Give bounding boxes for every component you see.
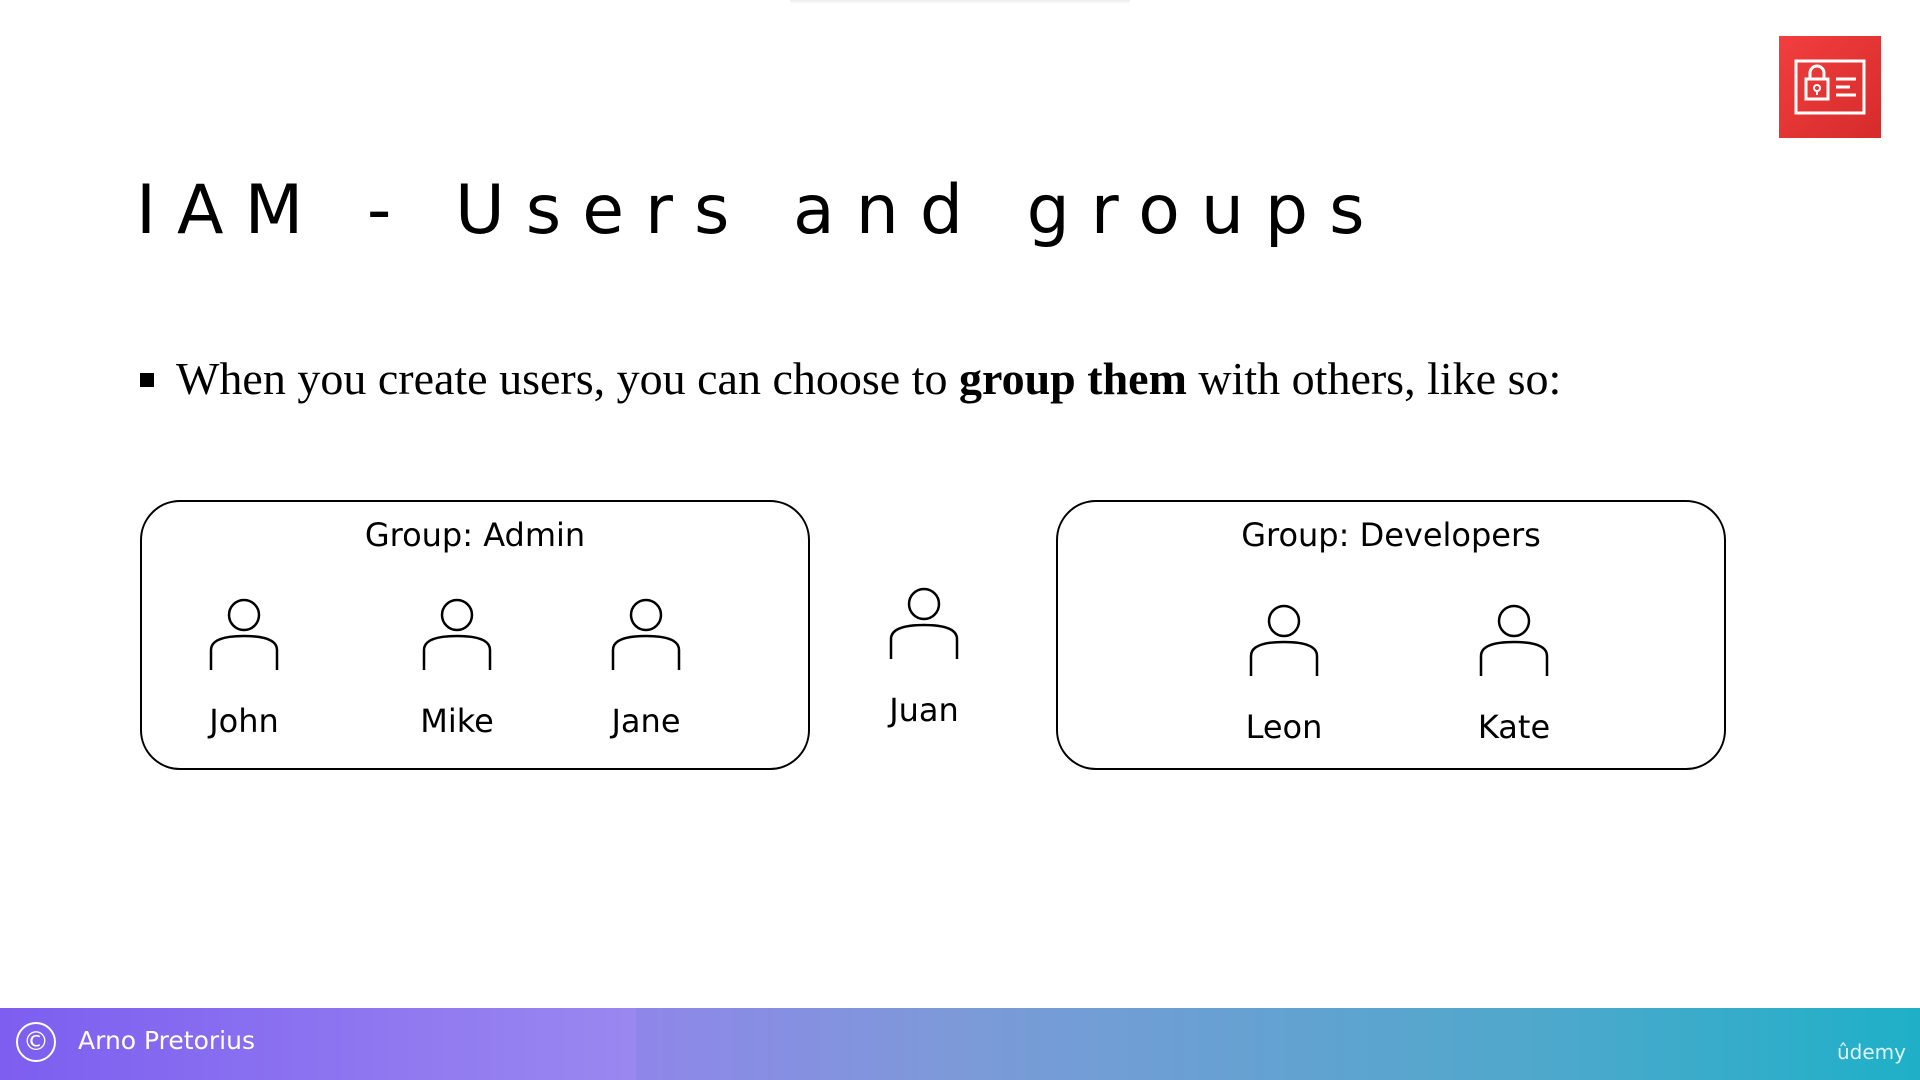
top-shadow bbox=[790, 0, 1130, 4]
user-name: John bbox=[209, 702, 279, 740]
bullet-text-before: When you create users, you can choose to bbox=[176, 353, 948, 404]
user-mike: Mike bbox=[397, 598, 517, 740]
bullet-text-bold: group them bbox=[959, 353, 1187, 404]
group-developers-box: Group: Developers Leon Kate bbox=[1056, 500, 1726, 770]
user-name: Mike bbox=[420, 702, 494, 740]
user-icon bbox=[1479, 604, 1549, 676]
user-icon bbox=[1249, 604, 1319, 676]
group-admin-box: Group: Admin John Mike Jane bbox=[140, 500, 810, 770]
copyright-icon: © bbox=[16, 1022, 56, 1062]
bullet-text-after: with others, like so: bbox=[1198, 353, 1562, 404]
footer-bar: © Arno Pretorius ûdemy bbox=[0, 1008, 1920, 1080]
footer-left-panel bbox=[0, 1008, 636, 1080]
bullet-square-icon bbox=[140, 372, 154, 387]
user-john: John bbox=[184, 598, 304, 740]
user-name: Jane bbox=[611, 702, 681, 740]
user-icon bbox=[889, 587, 959, 659]
user-icon bbox=[611, 598, 681, 670]
slide-title: IAM - Users and groups bbox=[136, 171, 1386, 250]
iam-id-card-lock-icon bbox=[1794, 59, 1866, 115]
bullet-point: When you create users, you can choose to… bbox=[140, 352, 1561, 405]
iam-badge bbox=[1779, 36, 1881, 138]
user-name: Kate bbox=[1477, 708, 1551, 746]
user-leon: Leon bbox=[1224, 604, 1344, 746]
group-admin-label: Group: Admin bbox=[364, 516, 586, 554]
user-kate: Kate bbox=[1454, 604, 1574, 746]
user-name: Juan bbox=[889, 691, 959, 729]
user-name: Leon bbox=[1245, 708, 1323, 746]
user-icon bbox=[422, 598, 492, 670]
user-icon bbox=[209, 598, 279, 670]
group-developers-label: Group: Developers bbox=[1241, 516, 1541, 554]
udemy-logo: ûdemy bbox=[1837, 1040, 1906, 1064]
user-juan: Juan bbox=[864, 587, 984, 729]
author-name: Arno Pretorius bbox=[78, 1026, 255, 1055]
user-jane: Jane bbox=[586, 598, 706, 740]
